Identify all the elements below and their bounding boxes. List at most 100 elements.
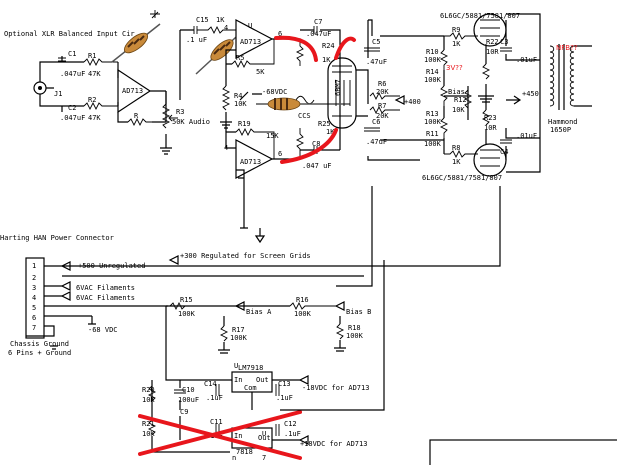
r18-label: R18 — [348, 324, 361, 332]
c1-label: C1 — [68, 50, 76, 58]
r17-value: 100K — [230, 334, 248, 342]
r23-label: R23 — [484, 114, 497, 122]
c15-r-label: 1K — [216, 16, 225, 24]
red-x-line-2 — [138, 410, 302, 456]
reg-u-label: U — [234, 362, 238, 370]
pin-6-bot: 6 — [278, 150, 282, 158]
xlr-title: Optional XLR Balanced Input Cir — [4, 30, 135, 38]
hammond-label: Hammond — [548, 118, 578, 126]
c9-label: C9 — [180, 408, 188, 416]
bias-b-label: Bias B — [346, 308, 371, 316]
c15-label: C15 — [196, 16, 209, 24]
r6-value: 20K — [376, 88, 389, 96]
r-feedback-label: R — [134, 112, 139, 120]
red-mark-lower — [280, 128, 338, 164]
svg-text:6: 6 — [32, 314, 36, 322]
r2-label: R2 — [88, 96, 96, 104]
pin-6-top: 6 — [278, 30, 282, 38]
neg18-label: -18VDC for AD713 — [302, 384, 369, 392]
r10-value: 100K — [424, 56, 442, 64]
c12-value: .1uF — [284, 430, 301, 438]
chassis-label: Chassis Ground — [10, 340, 69, 348]
plus450-label: +450 — [522, 90, 539, 98]
c5-value: .47uF — [366, 58, 387, 66]
r11-label: R11 — [426, 130, 439, 138]
c6-value: .47uF — [366, 138, 387, 146]
r3-value: 50K Audio — [172, 118, 210, 126]
opamp-b — [235, 19, 274, 59]
bias-label: Bias — [448, 88, 465, 96]
c7-label: C7 — [314, 18, 322, 26]
c6-label: C6 — [372, 118, 380, 126]
c10-value: 100uF — [178, 396, 199, 404]
ccs-label: CCS — [298, 112, 311, 120]
plus400-label: +400 — [404, 98, 421, 106]
harting-title: Harting HAN Power Connector — [0, 234, 114, 242]
red-mark-tube — [334, 36, 356, 60]
tube-bottom-label: 6L6GC/5881/7581/807 — [422, 174, 502, 182]
r20-value: 10K — [142, 396, 155, 404]
reg2-pin-label: 7 — [262, 454, 266, 462]
r2-value: 47K — [88, 114, 101, 122]
neg68b-label: -68 VDC — [88, 326, 118, 334]
svg-text:2: 2 — [32, 274, 36, 282]
c4-label: C4 — [500, 148, 508, 156]
resistor-photo-left — [111, 10, 161, 63]
r15-label: R15 — [180, 296, 193, 304]
reg-com-label: Com — [244, 384, 257, 392]
3v-annotation: 3V?? — [446, 64, 463, 72]
c1-value: .047uF — [60, 70, 85, 78]
r15-value: 100K — [178, 310, 196, 318]
neg68-label: -68VDC — [262, 88, 287, 96]
pos18-label: +18VDC for AD713 — [300, 440, 367, 448]
r19-value: 15K — [266, 132, 279, 140]
r1-value: 47K — [88, 70, 101, 78]
reg2-out-label: Out — [258, 434, 271, 442]
tube-6bm8-label: 6BM7 — [334, 79, 342, 96]
resistor-photo-ccs — [256, 97, 350, 111]
r14-value: 100K — [424, 76, 442, 84]
opamp-a — [117, 68, 152, 114]
r16-label: R16 — [296, 296, 309, 304]
r25-label: R25 — [318, 120, 331, 128]
r20-label: R20 — [142, 386, 155, 394]
c15-value: .1 uF — [186, 36, 207, 44]
screen-grids-label: +300 Regulated for Screen Grids — [180, 252, 311, 260]
harting-connector — [25, 257, 45, 339]
r18-value: 100K — [346, 332, 364, 340]
r9-value: 1K — [452, 40, 461, 48]
r10-label: R10 — [426, 48, 439, 56]
c14-label: C14 — [204, 380, 217, 388]
reg2-u-label: U — [262, 430, 266, 438]
connector-pins: 1 2 3 4 5 6 7 — [32, 262, 36, 332]
reg2-gnd-label: n — [232, 454, 236, 462]
r13-label: R13 — [426, 110, 439, 118]
c8-label: C8 — [312, 140, 320, 148]
r23-value: 10R — [484, 124, 497, 132]
r22-value: 10R — [486, 48, 499, 56]
c13-value: .1uF — [276, 394, 293, 402]
r14-label: R14 — [426, 68, 439, 76]
u-marker: U — [248, 22, 252, 30]
c11-label: C11 — [210, 418, 223, 426]
vac2-label: 6VAC Filaments — [76, 294, 135, 302]
r25-value: 1K — [326, 128, 335, 136]
r8-value: 1K — [452, 158, 461, 166]
pin-4-top: 4 — [224, 24, 228, 32]
red-mark-upper — [274, 35, 318, 62]
c3-label: C3 — [500, 38, 508, 46]
r4-value: 10K — [234, 100, 247, 108]
opamp-c — [235, 139, 274, 179]
svg-text:4: 4 — [32, 294, 36, 302]
r8-label: R8 — [452, 144, 460, 152]
r16-value: 100K — [294, 310, 312, 318]
r22-label: R22 — [486, 38, 499, 46]
reg-out-label: Out — [256, 376, 269, 384]
r4-label: R4 — [234, 92, 242, 100]
r17-label: R17 — [232, 326, 245, 334]
c8-value: .047 uF — [302, 162, 332, 170]
c12-label: C12 — [284, 420, 297, 428]
r5-value: 5K — [256, 68, 265, 76]
